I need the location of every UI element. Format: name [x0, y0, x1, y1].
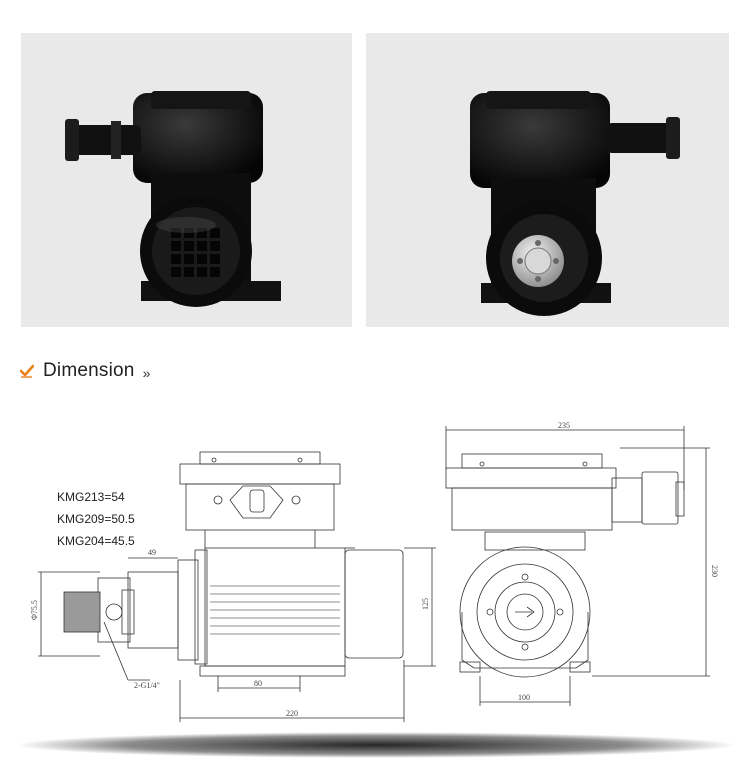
- section-arrows: »: [142, 364, 151, 381]
- model-note-kmg209: KMG209=50.5: [57, 512, 135, 526]
- check-icon: [20, 364, 34, 378]
- dim-base-side: 80: [254, 679, 262, 688]
- dim-total-length: 220: [286, 709, 298, 718]
- dim-pump-length: 49: [148, 548, 156, 557]
- product-photo-back: [21, 33, 352, 327]
- dimension-drawing: 235 230 125 Φ75.5 49 80 100 220 2-G1/4": [16, 421, 736, 758]
- model-note-kmg213: KMG213=54: [57, 490, 125, 504]
- section-header: Dimension »: [20, 356, 150, 386]
- dim-shaft-height: 125: [421, 598, 430, 610]
- product-photo-front: [366, 33, 729, 327]
- model-note-kmg204: KMG204=45.5: [57, 534, 135, 548]
- dim-base-front: 100: [518, 693, 530, 702]
- dim-total-height: 230: [710, 565, 719, 577]
- dim-pump-diameter: Φ75.5: [30, 600, 39, 620]
- shadow-divider: [16, 732, 736, 758]
- dim-port: 2-G1/4": [134, 681, 160, 690]
- section-title: Dimension: [43, 360, 135, 381]
- dim-top-width: 235: [558, 421, 570, 430]
